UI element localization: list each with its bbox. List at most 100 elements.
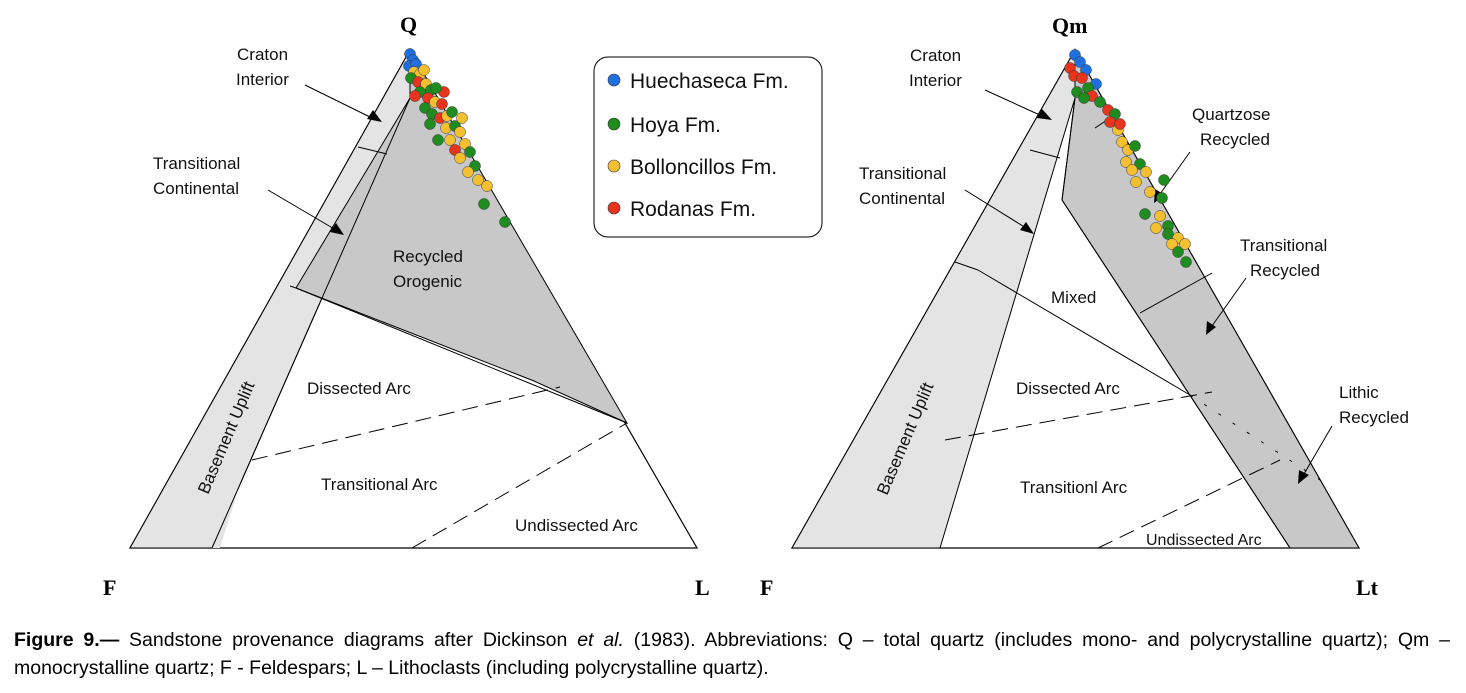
legend-marker-rodanas bbox=[607, 201, 621, 215]
legend-marker-hoya bbox=[607, 117, 621, 131]
qmflt-label-interior: Interior bbox=[909, 71, 962, 90]
sample-point bbox=[464, 146, 476, 158]
sample-point bbox=[1129, 140, 1141, 152]
qmflt-apex-qm: Qm bbox=[1052, 13, 1087, 38]
legend-label-hoya: Hoya Fm. bbox=[630, 114, 721, 137]
sample-point bbox=[1094, 96, 1106, 108]
sample-point bbox=[1126, 164, 1138, 176]
sample-point bbox=[1180, 256, 1192, 268]
sample-point bbox=[478, 198, 490, 210]
sample-point bbox=[1162, 228, 1174, 240]
qfl-label-orogenic: Orogenic bbox=[393, 272, 462, 291]
qmflt-apex-lt: Lt bbox=[1356, 575, 1379, 600]
qmflt-dissected-transitional-boundary bbox=[944, 391, 1213, 441]
qmflt-label-lithic-recycled: Recycled bbox=[1339, 408, 1409, 427]
qmflt-label-quartzose: Quartzose bbox=[1192, 105, 1270, 124]
sample-point bbox=[1074, 56, 1086, 68]
qmflt-craton-divider bbox=[1029, 149, 1061, 159]
qmflt-label-dissected-arc: Dissected Arc bbox=[1016, 379, 1120, 398]
sample-point bbox=[1139, 208, 1151, 220]
qmflt-label-transitional: Transitional bbox=[859, 164, 946, 183]
qmflt-label-craton: Craton bbox=[910, 46, 961, 65]
sample-point bbox=[1172, 246, 1184, 258]
caption-text-2: (1983). Abbreviations: Q – total quartz … bbox=[14, 629, 1450, 679]
sample-point bbox=[444, 134, 456, 146]
sample-point bbox=[1158, 174, 1170, 186]
sample-point bbox=[1130, 176, 1142, 188]
legend-box bbox=[593, 56, 823, 238]
qmflt-inner-edge bbox=[1061, 199, 1291, 549]
qfl-sample-points bbox=[403, 48, 511, 228]
sample-point bbox=[454, 126, 466, 138]
qfl-label-continental: Continental bbox=[153, 179, 239, 198]
qmflt-transitional-undissected-boundary bbox=[1097, 459, 1281, 549]
qfl-label-dissected-arc: Dissected Arc bbox=[307, 379, 411, 398]
qmflt-mixed-line bbox=[977, 269, 1191, 396]
qfl-continental-inner-edge bbox=[211, 97, 411, 549]
sample-point bbox=[432, 134, 444, 146]
caption-italic: et al. bbox=[577, 629, 624, 651]
figure-caption: Figure 9.— Sandstone provenance diagrams… bbox=[14, 626, 1450, 682]
legend-label-bolloncillos: Bolloncillos Fm. bbox=[630, 156, 777, 179]
sample-point bbox=[481, 180, 493, 192]
sample-point bbox=[456, 112, 468, 124]
sample-point bbox=[436, 98, 448, 110]
qfl-label-undissected-arc: Undissected Arc bbox=[515, 516, 638, 535]
qfl-label-transitional-arc: Transitional Arc bbox=[321, 475, 438, 494]
sample-point bbox=[499, 216, 511, 228]
sample-point bbox=[1078, 92, 1090, 104]
sample-point bbox=[454, 152, 466, 164]
qmflt-craton-arrow bbox=[984, 89, 1052, 120]
qmflt-label-quartzose-recycled: Recycled bbox=[1200, 130, 1270, 149]
sample-point bbox=[1076, 72, 1088, 84]
sample-point bbox=[1144, 186, 1156, 198]
qmflt-diagram: Qm F Lt Craton Interior Transitional Con… bbox=[760, 13, 1409, 600]
qfl-basement-gap bbox=[212, 288, 300, 548]
legend-label-huechaseca: Huechaseca Fm. bbox=[630, 70, 789, 93]
qmflt-upper-edge bbox=[1061, 97, 1076, 201]
qfl-label-transitional: Transitional bbox=[153, 154, 240, 173]
qfl-trans-cont-divider bbox=[289, 285, 297, 289]
sample-point bbox=[409, 90, 421, 102]
sample-point bbox=[462, 166, 474, 178]
sample-point bbox=[1134, 158, 1146, 170]
qfl-apex-q: Q bbox=[400, 12, 417, 37]
qfl-dissected-transitional-boundary bbox=[251, 386, 561, 461]
sample-point bbox=[1179, 238, 1191, 250]
sample-point bbox=[1120, 156, 1132, 168]
sample-point bbox=[430, 82, 442, 94]
sample-point bbox=[446, 106, 458, 118]
caption-lead: Figure 9.— bbox=[14, 629, 120, 651]
qmflt-label-lithic: Lithic bbox=[1339, 383, 1379, 402]
qfl-trans-cont-arrow bbox=[267, 189, 344, 235]
qmflt-transitional-recycled-arrow bbox=[1206, 277, 1247, 335]
qfl-apex-l: L bbox=[695, 575, 710, 600]
qfl-craton-arrow bbox=[304, 84, 382, 122]
qmflt-apex-f: F bbox=[760, 575, 773, 600]
qmflt-label-transitional-rec: Transitional bbox=[1240, 236, 1327, 255]
sample-point bbox=[1154, 210, 1166, 222]
legend-marker-bolloncillos bbox=[607, 159, 621, 173]
sample-point bbox=[1156, 192, 1168, 204]
qmflt-label-transitional-arc: Transitionl Arc bbox=[1020, 478, 1128, 497]
qfl-orogen-base bbox=[295, 287, 628, 424]
qmflt-trans-cont-arrow bbox=[964, 189, 1034, 234]
sample-point bbox=[424, 118, 436, 130]
qfl-transitional-undissected-boundary bbox=[411, 422, 628, 549]
sample-point bbox=[1150, 222, 1162, 234]
legend: Huechaseca Fm. Hoya Fm. Bolloncillos Fm.… bbox=[593, 56, 823, 238]
sample-point bbox=[418, 64, 430, 76]
qmflt-label-continental: Continental bbox=[859, 189, 945, 208]
qmflt-label-mixed: Mixed bbox=[1051, 288, 1096, 307]
qfl-label-recycled: Recycled bbox=[393, 247, 463, 266]
qfl-craton-divider bbox=[357, 146, 388, 155]
sample-point bbox=[1116, 136, 1128, 148]
qmflt-label-transitional-recycled: Recycled bbox=[1250, 261, 1320, 280]
qfl-label-craton: Craton bbox=[237, 45, 288, 64]
qfl-diagram: Q F L Craton Interior Transitional Conti… bbox=[103, 12, 710, 600]
qfl-apex-f: F bbox=[103, 575, 116, 600]
legend-marker-huechaseca bbox=[607, 73, 621, 87]
qmflt-lithic-arrow bbox=[1298, 425, 1333, 484]
sample-point bbox=[1140, 166, 1152, 178]
